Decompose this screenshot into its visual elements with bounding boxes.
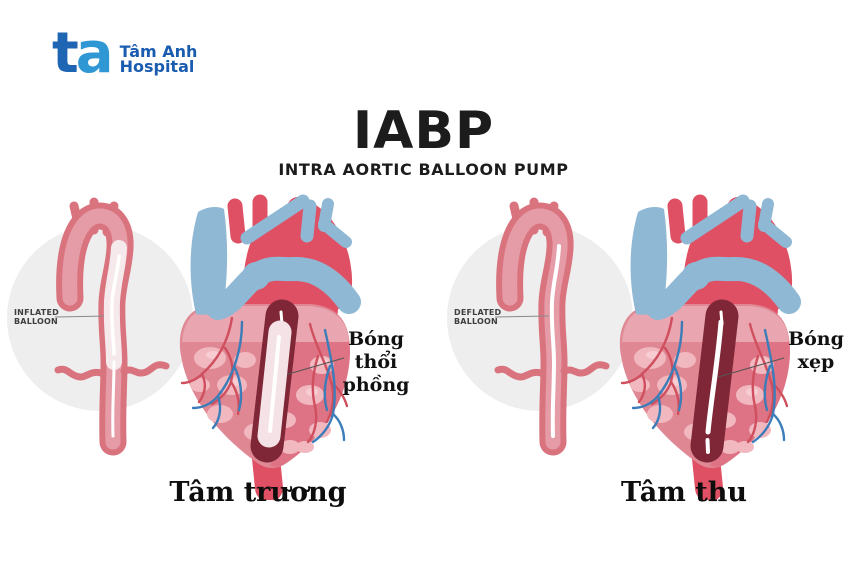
page-subtitle: INTRA AORTIC BALLOON PUMP (278, 160, 569, 179)
balloon-inflated-annotation: Bóng thổi phồng (342, 328, 410, 396)
panel-systole: DEFLATED BALLOON Bóng xẹp Tâm thu (440, 190, 847, 508)
deflated-balloon-label: DEFLATED BALLOON (454, 308, 502, 326)
logo-hospital-type: Hospital (119, 57, 195, 76)
heart-aorta-scene (7, 201, 350, 488)
logo-mark-a: a (75, 21, 114, 86)
page-title: IABP (352, 101, 495, 161)
inflated-balloon-label: INFLATED BALLOON (14, 308, 59, 326)
logo-mark-t: t (52, 21, 79, 86)
page-header: IABP INTRA AORTIC BALLOON PUMP (0, 104, 847, 179)
hospital-logo: ta Tâm Anh Hospital (52, 26, 198, 82)
logo-hospital-name: Tâm Anh (119, 42, 198, 61)
diastole-caption: Tâm trương (169, 477, 347, 508)
logo-text: Tâm Anh Hospital (119, 30, 198, 76)
balloon-deflated-annotation: Bóng xẹp (788, 328, 844, 373)
panel-diastole: INFLATED BALLOON Bóng thổi phồng Tâm trư… (0, 190, 430, 508)
systole-caption: Tâm thu (620, 477, 748, 508)
heart-aorta-scene (447, 201, 790, 488)
logo-mark: ta (52, 26, 114, 82)
